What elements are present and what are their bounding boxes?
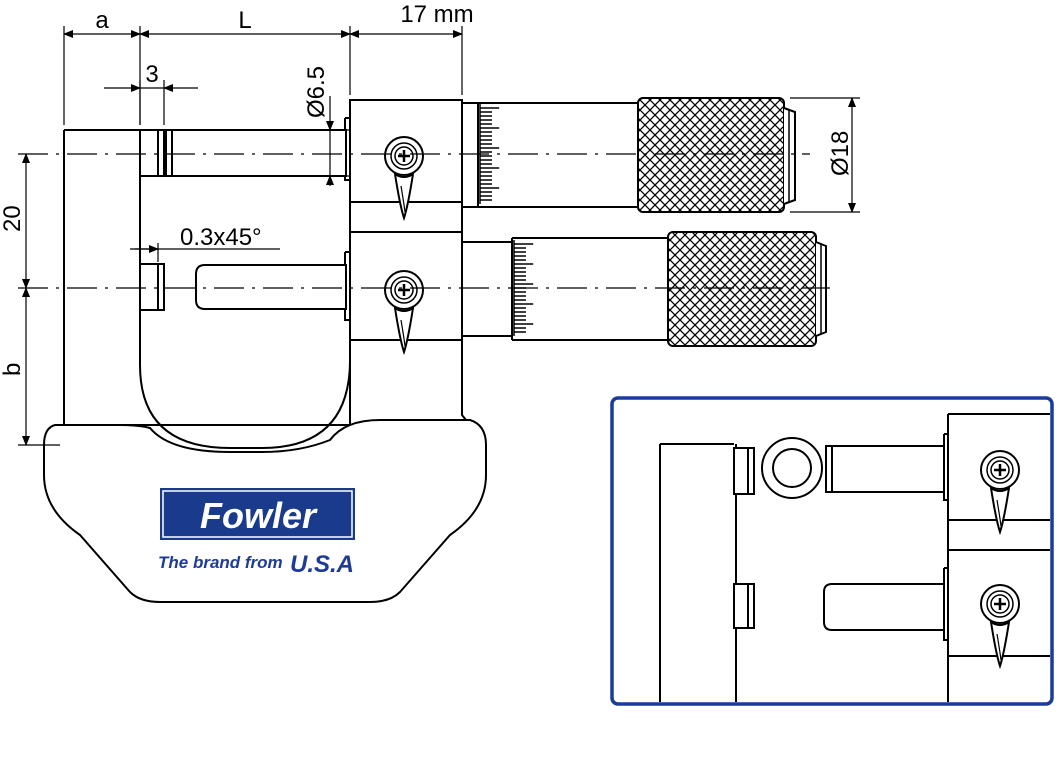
upper-sleeve (461, 102, 640, 208)
dimension-lines (18, 26, 860, 446)
dim-17mm-label: 17 mm (400, 1, 473, 28)
lower-sleeve (461, 237, 672, 341)
upper-lock-screw-icon (383, 135, 425, 220)
lower-thimble-knurl (667, 231, 817, 347)
upper-thimble-knurl (637, 97, 785, 213)
upper-anvil (139, 129, 165, 177)
lower-anvil (139, 263, 165, 311)
dim-a-label: a (95, 7, 109, 34)
dim-spindle-dia-label: Ø6.5 (303, 66, 330, 118)
inset-detail (610, 396, 1054, 706)
dim-chamfer-label: 0.3x45° (180, 224, 262, 251)
dim-20-label: 20 (0, 205, 26, 232)
dim-3-label: 3 (145, 61, 158, 88)
lower-spindle (195, 264, 347, 310)
upper-thimble-scale (479, 104, 500, 204)
upper-spindle (165, 129, 347, 177)
brand-origin: U.S.A (290, 551, 354, 578)
brand-logo-text: Fowler (200, 495, 318, 536)
brand-tagline: The brand from (158, 553, 283, 572)
fowler-logo: Fowler (160, 488, 355, 540)
dim-b-label: b (0, 363, 26, 376)
dim-thimble-dia-label: Ø18 (827, 131, 854, 176)
dim-L-label: L (238, 7, 251, 34)
center-lines (18, 153, 830, 289)
